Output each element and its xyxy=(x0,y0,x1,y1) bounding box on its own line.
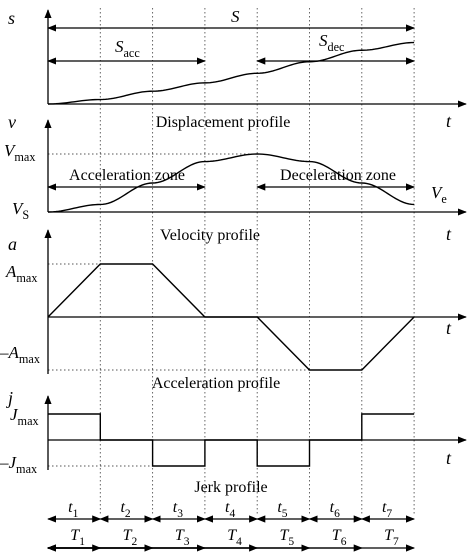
interval-T-label-5: T5 xyxy=(280,527,295,548)
acceleration-profile-title: Acceleration profile xyxy=(152,375,280,392)
displacement-curve xyxy=(47,41,415,105)
interval-t-label-5: t5 xyxy=(277,499,287,520)
interval-T-label-2: T2 xyxy=(123,527,138,548)
acceleration-curve xyxy=(47,263,415,371)
interval-T-label-6: T6 xyxy=(332,527,347,548)
t-axis-label: t xyxy=(446,111,452,131)
interval-t-label-4: t4 xyxy=(225,499,235,520)
deceleration-zone-label: Deceleration zone xyxy=(280,167,396,184)
interval-T-label-7: T7 xyxy=(384,527,399,548)
velocity-curve xyxy=(47,153,415,213)
interval-t-label-6: t6 xyxy=(330,499,340,520)
displacement-profile-title: Displacement profile xyxy=(156,114,291,131)
neg-jmax-tick-label: –Jmax xyxy=(0,453,37,476)
jerk-profile-title: Jerk profile xyxy=(194,479,267,496)
interval-t-label-3: t3 xyxy=(173,499,183,520)
acceleration-axis-label: a xyxy=(8,234,17,254)
vs-tick-label: VS xyxy=(12,199,29,222)
interval-T-label-3: T3 xyxy=(175,527,190,548)
velocity-axis-label: v xyxy=(8,112,16,132)
t-axis-label: t xyxy=(446,448,452,468)
interval-t-label-7: t7 xyxy=(382,499,392,520)
vmax-tick-label: Vmax xyxy=(4,141,35,164)
jerk-axis-label: j xyxy=(6,388,13,408)
velocity-profile-title: Velocity profile xyxy=(160,227,260,244)
interval-T-label-4: T4 xyxy=(227,527,242,548)
amax-tick-label: Amax xyxy=(5,262,37,285)
interval-T-label-1: T1 xyxy=(70,527,85,548)
interval-t-label-2: t2 xyxy=(120,499,130,520)
interval-t-label-1: t1 xyxy=(68,499,78,520)
displacement-axis-label: s xyxy=(8,8,15,28)
jmax-tick-label: Jmax xyxy=(10,405,39,428)
neg-amax-tick-label: –Amax xyxy=(0,343,40,366)
jerk-curve xyxy=(48,413,415,467)
t-axis-label: t xyxy=(446,224,452,244)
acceleration-zone-label: Acceleration zone xyxy=(69,167,185,184)
total-displacement-label: S xyxy=(231,7,240,26)
ve-label: Ve xyxy=(431,183,447,206)
deceleration-displacement-label: Sdec xyxy=(319,31,345,54)
t-axis-label: t xyxy=(446,318,452,338)
acceleration-displacement-label: Sacc xyxy=(115,37,140,60)
